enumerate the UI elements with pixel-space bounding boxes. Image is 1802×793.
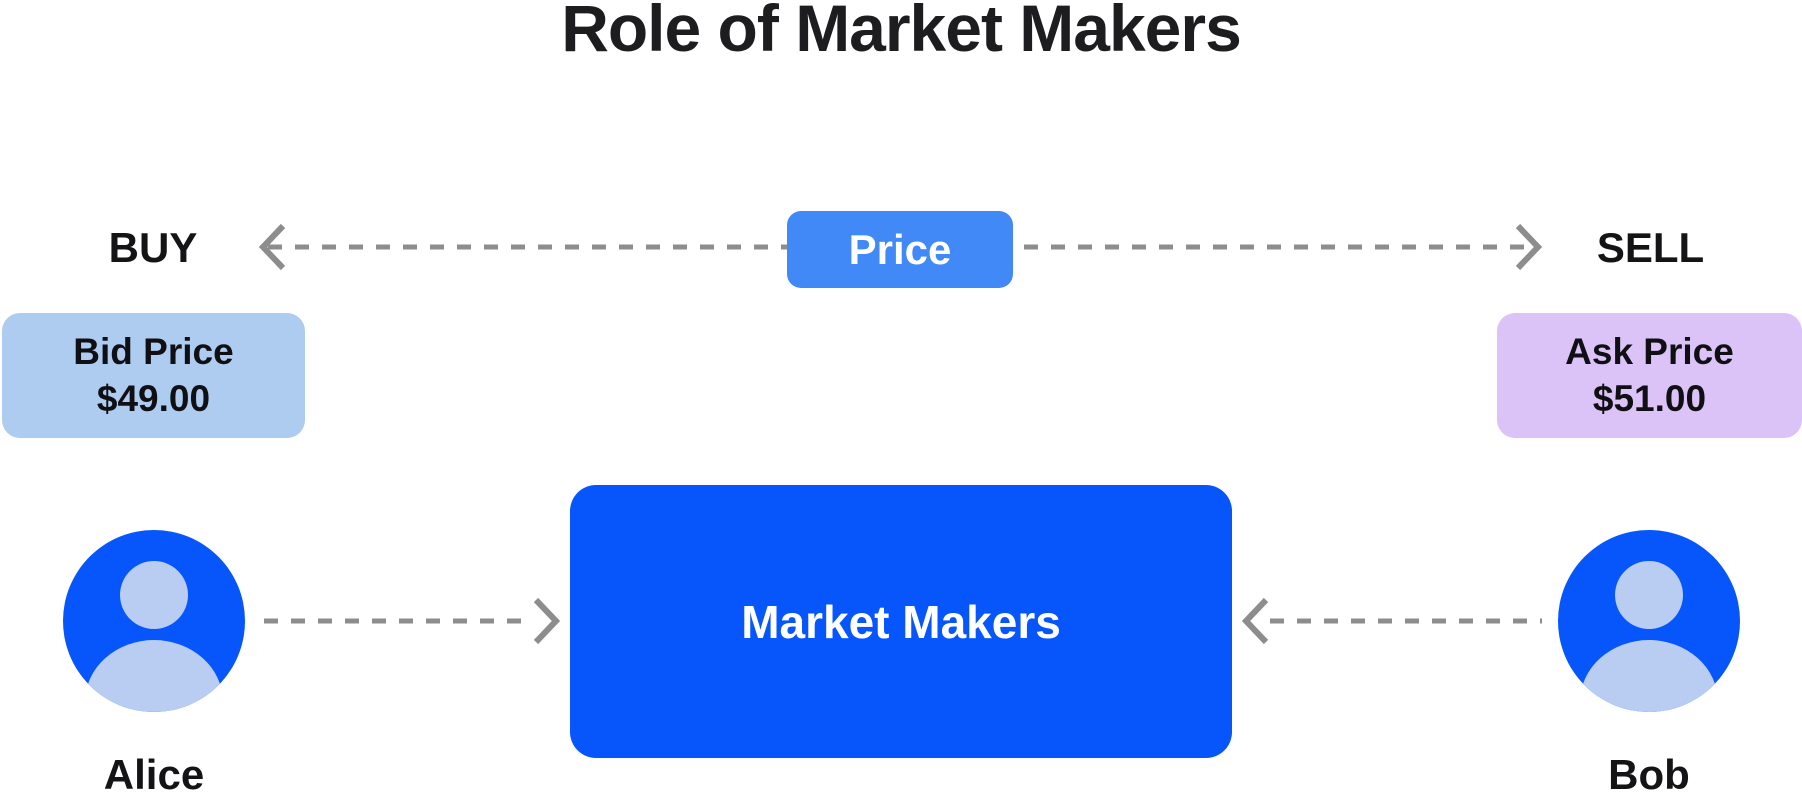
chevron-left-icon: [1241, 597, 1269, 645]
person-icon: [1580, 561, 1718, 712]
ask-price-value: $51.00: [1592, 377, 1707, 419]
market-makers-label: Market Makers: [741, 595, 1061, 648]
bid-price-label: Bid Price: [73, 330, 234, 372]
price-badge: Price: [787, 211, 1013, 288]
bid-price-value: $49.00: [96, 377, 211, 419]
seller-name: Bob: [1608, 751, 1690, 793]
ask-price-card: Ask Price $51.00: [1497, 313, 1802, 438]
sell-label: SELL: [1596, 224, 1705, 271]
seller-avatar: [1558, 530, 1740, 712]
price-badge-label: Price: [848, 225, 952, 273]
chevron-right-icon: [533, 597, 561, 645]
buy-label: BUY: [108, 224, 198, 271]
market-makers-box: Market Makers: [570, 485, 1232, 758]
buyer-name: Alice: [103, 751, 205, 793]
buyer-avatar: [63, 530, 245, 712]
buyer-to-makers-arrow: [264, 597, 561, 645]
chevron-left-icon: [258, 223, 286, 271]
person-icon: [85, 561, 223, 712]
seller-to-makers-arrow: [1241, 597, 1542, 645]
chevron-right-icon: [1515, 223, 1543, 271]
ask-price-label: Ask Price: [1565, 330, 1734, 372]
page-title: Role of Market Makers: [561, 0, 1242, 65]
bid-price-card: Bid Price $49.00: [2, 313, 305, 438]
